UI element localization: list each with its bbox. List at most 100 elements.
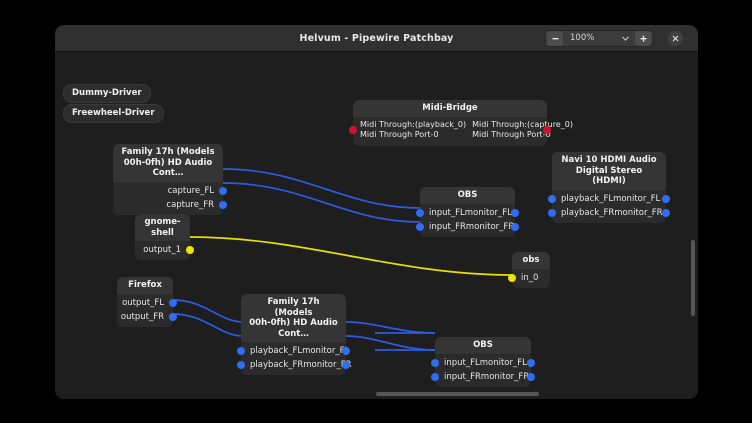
horizontal-scrollbar[interactable] — [376, 392, 539, 396]
node-obs-top[interactable]: OBS input_FL monitor_FL input_FR monitor… — [416, 187, 519, 237]
node-firefox[interactable]: Firefox output_FL output_FR — [117, 277, 177, 327]
port-label: playback_FR — [250, 360, 304, 370]
vertical-scrollbar[interactable] — [691, 240, 695, 316]
other-port-dot[interactable] — [186, 246, 194, 254]
audio-port-dot[interactable] — [219, 186, 227, 195]
node-title: Navi 10 HDMI Audio Digital Stereo (HDMI) — [552, 152, 666, 190]
audio-port-dot[interactable] — [431, 372, 439, 381]
port-label: input_FL — [429, 207, 465, 218]
node-ports: input_FL monitor_FL input_FR monitor_FR — [431, 354, 535, 387]
audio-port-dot[interactable] — [416, 222, 424, 231]
zoom-out-button[interactable] — [547, 31, 563, 46]
port-row[interactable]: playback_FR monitor_FR — [237, 358, 352, 372]
window-title: Helvum - Pipewire Patchbay — [299, 33, 454, 44]
port-row[interactable]: in_0 — [508, 271, 550, 285]
audio-port-dot[interactable] — [342, 347, 350, 355]
port-row[interactable]: output_1 — [135, 243, 194, 257]
zoom-in-button[interactable] — [635, 31, 651, 46]
node-gnome-shell[interactable]: gnome-shell output_1 — [135, 214, 194, 260]
cable-capture-fl — [222, 168, 421, 209]
port-row[interactable]: capture_FL — [113, 184, 227, 198]
node-obs-bottom[interactable]: OBS input_FL monitor_FL input_FR monitor… — [431, 337, 535, 387]
node-title: Family 17h (Models 00h-0fh) HD Audio Con… — [241, 294, 346, 342]
port-label: output_FR — [120, 311, 164, 322]
audio-port-dot[interactable] — [416, 208, 424, 217]
port-label: monitor_FL — [613, 193, 661, 204]
midi-column-right: Midi Through:(capture_0) Midi Through Po… — [472, 120, 573, 140]
port-row[interactable]: capture_FR — [113, 198, 227, 212]
audio-port-dot[interactable] — [237, 347, 245, 355]
zoom-dropdown-button[interactable] — [617, 31, 633, 46]
node-freewheel-driver[interactable]: Freewheel-Driver — [63, 104, 164, 123]
port-row[interactable]: input_FR monitor_FR — [431, 370, 535, 384]
node-title: Firefox — [117, 277, 173, 294]
node-title: obs — [512, 252, 550, 269]
port-label: input_FL — [444, 357, 480, 368]
node-obs-sink[interactable]: obs in_0 — [508, 252, 550, 288]
port-row[interactable]: output_FL — [117, 296, 177, 310]
zoom-level-value[interactable]: 100% — [570, 33, 595, 43]
node-ports: playback_FL monitor_FL playback_FR monit… — [237, 342, 352, 375]
other-port-dot[interactable] — [508, 273, 516, 282]
port-label: capture_FR — [166, 199, 214, 210]
audio-port-dot[interactable] — [169, 298, 177, 307]
node-ports: output_1 — [135, 241, 194, 260]
port-row[interactable]: output_FR — [117, 310, 177, 324]
plus-icon — [640, 35, 646, 42]
node-title: Family 17h (Models 00h-0fh) HD Audio Con… — [113, 144, 223, 182]
node-ports: playback_FL monitor_FL playback_FR monit… — [548, 190, 670, 223]
port-label: output_FL — [122, 297, 164, 308]
port-label: playback_FR — [561, 207, 615, 218]
port-row[interactable]: playback_FR monitor_FR — [548, 206, 670, 220]
node-title: OBS — [435, 337, 531, 354]
midi-port-dot[interactable] — [543, 125, 551, 134]
port-row[interactable]: input_FL monitor_FL — [431, 356, 535, 370]
port-label: input_FR — [444, 371, 481, 382]
minus-icon — [552, 38, 558, 40]
close-window-button[interactable] — [668, 31, 683, 46]
title-bar[interactable]: Helvum - Pipewire Patchbay 100% — [55, 25, 698, 52]
port-row[interactable]: input_FR monitor_FR — [416, 220, 519, 234]
port-label: monitor_FL — [302, 346, 350, 356]
cable-layer — [172, 168, 513, 351]
node-navi10-hdmi[interactable]: Navi 10 HDMI Audio Digital Stereo (HDMI)… — [548, 152, 670, 223]
audio-port-dot[interactable] — [431, 358, 439, 367]
port-row[interactable]: playback_FL monitor_FL — [548, 192, 670, 206]
node-ports: output_FL output_FR — [117, 294, 177, 327]
cable-monitor-fr — [345, 335, 436, 351]
audio-port-dot[interactable] — [219, 200, 227, 209]
port-label: output_1 — [143, 245, 181, 255]
cable-gnome-to-obs — [189, 236, 513, 276]
port-row[interactable]: input_FL monitor_FL — [416, 206, 519, 220]
patchbay-canvas[interactable]: Dummy-Driver Freewheel-Driver Family 17h… — [55, 52, 698, 399]
node-midi-bridge[interactable]: Midi-Bridge Midi Through:(playback_0) Mi… — [349, 100, 573, 146]
audio-port-dot[interactable] — [511, 208, 519, 217]
port-label: monitor_FR — [480, 371, 530, 382]
audio-port-dot[interactable] — [527, 358, 535, 367]
node-ports: Midi Through:(playback_0) Midi Through P… — [349, 117, 573, 146]
node-title: gnome-shell — [135, 214, 190, 241]
port-label: Midi Through Port-0 — [360, 129, 439, 139]
audio-port-dot[interactable] — [511, 222, 519, 231]
midi-port-columns: Midi Through:(playback_0) Midi Through P… — [353, 119, 573, 142]
audio-port-dot[interactable] — [662, 208, 670, 217]
port-row[interactable]: playback_FL monitor_FL — [237, 344, 350, 358]
node-ports: input_FL monitor_FL input_FR monitor_FR — [416, 204, 519, 237]
audio-port-dot[interactable] — [237, 361, 245, 369]
audio-port-dot[interactable] — [169, 312, 177, 321]
audio-port-dot[interactable] — [548, 208, 556, 217]
midi-port-dot[interactable] — [349, 125, 357, 134]
audio-port-dot[interactable] — [548, 194, 556, 203]
node-title: Midi-Bridge — [353, 100, 547, 117]
audio-port-dot[interactable] — [342, 361, 350, 369]
port-label: Midi Through:(playback_0) — [360, 119, 467, 129]
audio-port-dot[interactable] — [527, 372, 535, 381]
port-label: Midi Through Port-0 — [472, 129, 551, 139]
port-label: monitor_FR — [614, 207, 663, 218]
close-icon — [672, 35, 679, 42]
audio-port-dot[interactable] — [662, 194, 670, 203]
node-dummy-driver[interactable]: Dummy-Driver — [63, 84, 151, 103]
node-family17h-playback[interactable]: Family 17h (Models 00h-0fh) HD Audio Con… — [237, 294, 352, 375]
port-label: monitor_FL — [464, 207, 512, 218]
node-family17h-capture[interactable]: Family 17h (Models 00h-0fh) HD Audio Con… — [113, 144, 227, 215]
